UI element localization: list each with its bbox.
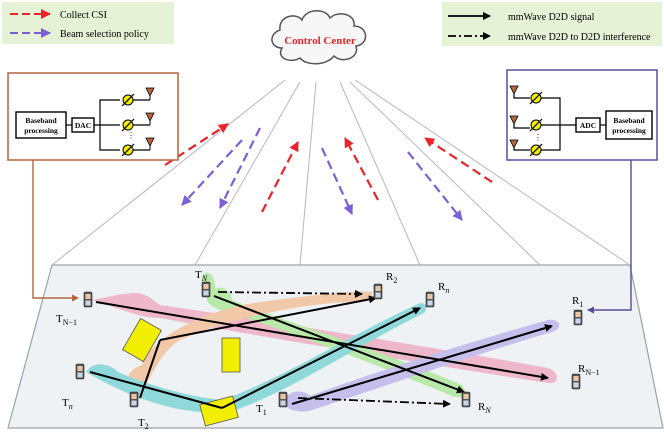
node-r-n-minus-1-phone (571, 373, 581, 390)
beam-arrow-1 (181, 139, 243, 206)
label-r-1: R1 (572, 295, 583, 309)
rx-antenna-2 (509, 115, 519, 125)
rx-baseband-label: Baseband (613, 116, 645, 125)
node-t-n-minus-1-phone (83, 291, 93, 308)
rx-processing-label: processing (612, 126, 646, 135)
legend-left: Collect CSI Beam selection policy (2, 2, 174, 44)
csi-arrow-2 (261, 141, 299, 213)
signal-tn-rn-route (221, 307, 421, 409)
signal-t1-r1 (291, 324, 553, 405)
node-t-1-phone (278, 391, 288, 408)
blocker-3 (199, 395, 239, 427)
beam-arrow-2 (219, 127, 261, 209)
tx-block: Baseband processing DAC ⋮ (7, 72, 179, 161)
blockers (122, 317, 241, 427)
beam-t2-r2 (126, 291, 373, 398)
control-center-label: Control Center (284, 35, 356, 47)
legend-beam-label: Beam selection policy (60, 29, 149, 40)
label-r-N: RN (478, 401, 491, 415)
csi-arrow-3 (344, 137, 379, 201)
node-r-N-phone (461, 391, 471, 408)
tx-dac-label: DAC (75, 121, 91, 130)
rx-block-connector (587, 160, 632, 314)
tx-antenna-2 (145, 112, 155, 122)
label-t-2: T2 (138, 417, 149, 431)
signal-tn1-rn1 (95, 301, 549, 381)
blocker-2 (221, 337, 241, 373)
signal-tn-rn (213, 295, 465, 394)
beam-arrow-4 (407, 151, 463, 221)
label-t-N: TN (195, 269, 208, 283)
signal-tn-seg (89, 371, 223, 409)
legend-signal-label: mmWave D2D signal (508, 12, 595, 23)
signal-t2-r2 (159, 295, 377, 341)
tx-antenna-1 (145, 87, 155, 97)
label-t-n: Tn (62, 397, 73, 411)
rx-antenna-1 (509, 85, 519, 95)
blocker-1 (122, 317, 162, 363)
label-t-n-minus-1: TN−1 (56, 313, 77, 327)
node-labels: TN−1 TN Tn T2 T1 R2 Rn R1 RN−1 RN (56, 269, 600, 431)
rx-baseband-box (605, 110, 653, 140)
legend-right: mmWave D2D signal mmWave D2D to D2D inte… (442, 2, 662, 46)
tx-block-connector (32, 160, 79, 302)
tx-baseband-label: Baseband (25, 116, 57, 125)
interference-tn-r2 (217, 289, 363, 298)
node-r-n-phone (425, 291, 435, 308)
label-r-n-minus-1: RN−1 (578, 363, 600, 377)
label-r-2: R2 (386, 271, 397, 285)
csi-arrow-4 (424, 137, 493, 183)
control-center-cloud: Control Center (271, 10, 367, 65)
tx-processing-label: processing (24, 126, 58, 135)
svg-text:⋮: ⋮ (127, 131, 135, 140)
interference-arrows (217, 289, 451, 408)
rx-block: ⋮ ADC Baseband processing (506, 69, 658, 161)
label-t-1: T1 (256, 403, 267, 417)
node-r-1-phone (573, 309, 583, 326)
legend-interference-label: mmWave D2D to D2D interference (508, 32, 651, 43)
csi-beam-arrows (164, 123, 493, 221)
node-t-2-phone (129, 391, 139, 408)
rx-antenna-3 (509, 139, 519, 149)
legend-csi-label: Collect CSI (60, 10, 107, 21)
rx-adc-label: ADC (580, 121, 596, 130)
beam-arrow-3 (320, 147, 354, 215)
signal-t2-seg (139, 339, 161, 399)
node-r-2-phone (373, 283, 383, 300)
node-t-N-phone (201, 281, 211, 298)
coverage-lines (51, 79, 631, 266)
tx-antenna-3 (145, 137, 155, 147)
interference-t1-rn (297, 397, 451, 408)
signal-arrows (89, 295, 553, 409)
csi-arrow-1 (164, 123, 229, 166)
svg-text:⋮: ⋮ (534, 133, 542, 142)
label-r-n: Rn (438, 281, 449, 295)
node-t-n-phone (75, 363, 85, 380)
